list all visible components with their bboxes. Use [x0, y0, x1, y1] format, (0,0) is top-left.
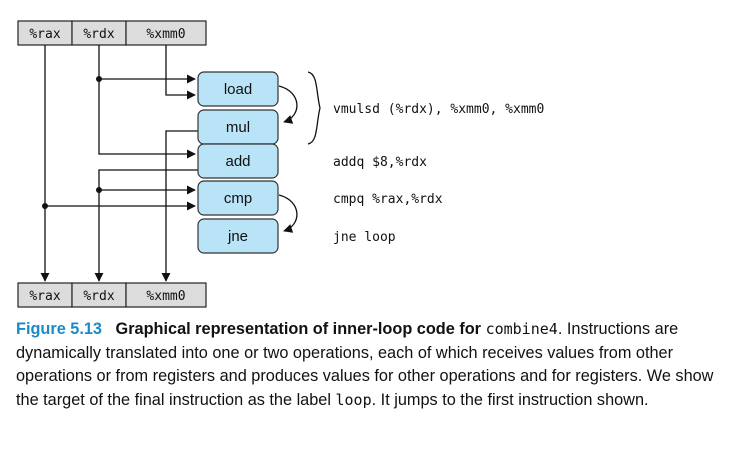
bottom-register-bar: %rax %rdx %xmm0 [17, 282, 207, 308]
instruction-brace [307, 71, 321, 145]
op-cmp-box [197, 180, 279, 216]
figure-title-code: combine4 [485, 320, 558, 338]
bottom-reg-xmm0: %xmm0 [146, 289, 185, 304]
bottom-reg-xmm0-box [125, 282, 207, 308]
top-reg-rax: %rax [29, 27, 60, 42]
top-reg-rax-box [17, 20, 73, 46]
wire-load-to-mul [278, 85, 298, 124]
asm-jne: jne loop [333, 230, 396, 245]
bottom-reg-rdx: %rdx [83, 289, 114, 304]
dataflow-wires [40, 45, 298, 282]
bottom-reg-rdx-box [71, 282, 127, 308]
top-reg-rdx: %rdx [83, 27, 114, 42]
figure-label: Figure 5.13 [16, 320, 102, 338]
asm-addq: addq $8,%rdx [333, 155, 427, 170]
wire-mul-to-xmm0 [161, 130, 198, 282]
asm-cmpq: cmpq %rax,%rdx [333, 192, 443, 207]
junction-rax [42, 203, 48, 209]
junction-rdx-top [96, 76, 102, 82]
op-jne-box [197, 218, 279, 254]
figure-title: Graphical representation of inner-loop c… [115, 320, 482, 338]
top-reg-xmm0: %xmm0 [146, 27, 185, 42]
caption-text-1: . Instructions are dynamically translate… [16, 320, 714, 409]
op-mul: mul [226, 119, 250, 136]
caption-text-2: . It jumps to the first instruction show… [371, 390, 649, 409]
op-load: load [224, 81, 252, 98]
caption-code-loop: loop [335, 390, 372, 409]
op-add-box [197, 143, 279, 179]
bottom-reg-rax: %rax [29, 289, 60, 304]
junction-rdx-bottom [96, 187, 102, 193]
wire-cmp-to-jne [278, 194, 298, 233]
wire-xmm0-to-mul [165, 45, 196, 100]
wire-add-to-rdx [94, 169, 198, 282]
assembly-instructions: vmulsd (%rdx), %xmm0, %xmm0 addq $8,%rdx… [333, 102, 544, 245]
asm-vmulsd: vmulsd (%rdx), %xmm0, %xmm0 [333, 102, 544, 117]
wire-rdx-to-add [98, 45, 196, 159]
top-register-bar: %rax %rdx %xmm0 [17, 20, 207, 46]
op-cmp: cmp [224, 190, 252, 207]
op-jne: jne [227, 228, 248, 245]
dataflow-diagram: %rax %rdx %xmm0 %rax %rdx %xmm0 [17, 20, 544, 308]
op-add: add [225, 153, 250, 170]
operation-boxes: load mul add cmp jne [197, 71, 279, 254]
op-load-box [197, 71, 279, 107]
figure-caption: Figure 5.13 Graphical representation of … [16, 318, 731, 412]
